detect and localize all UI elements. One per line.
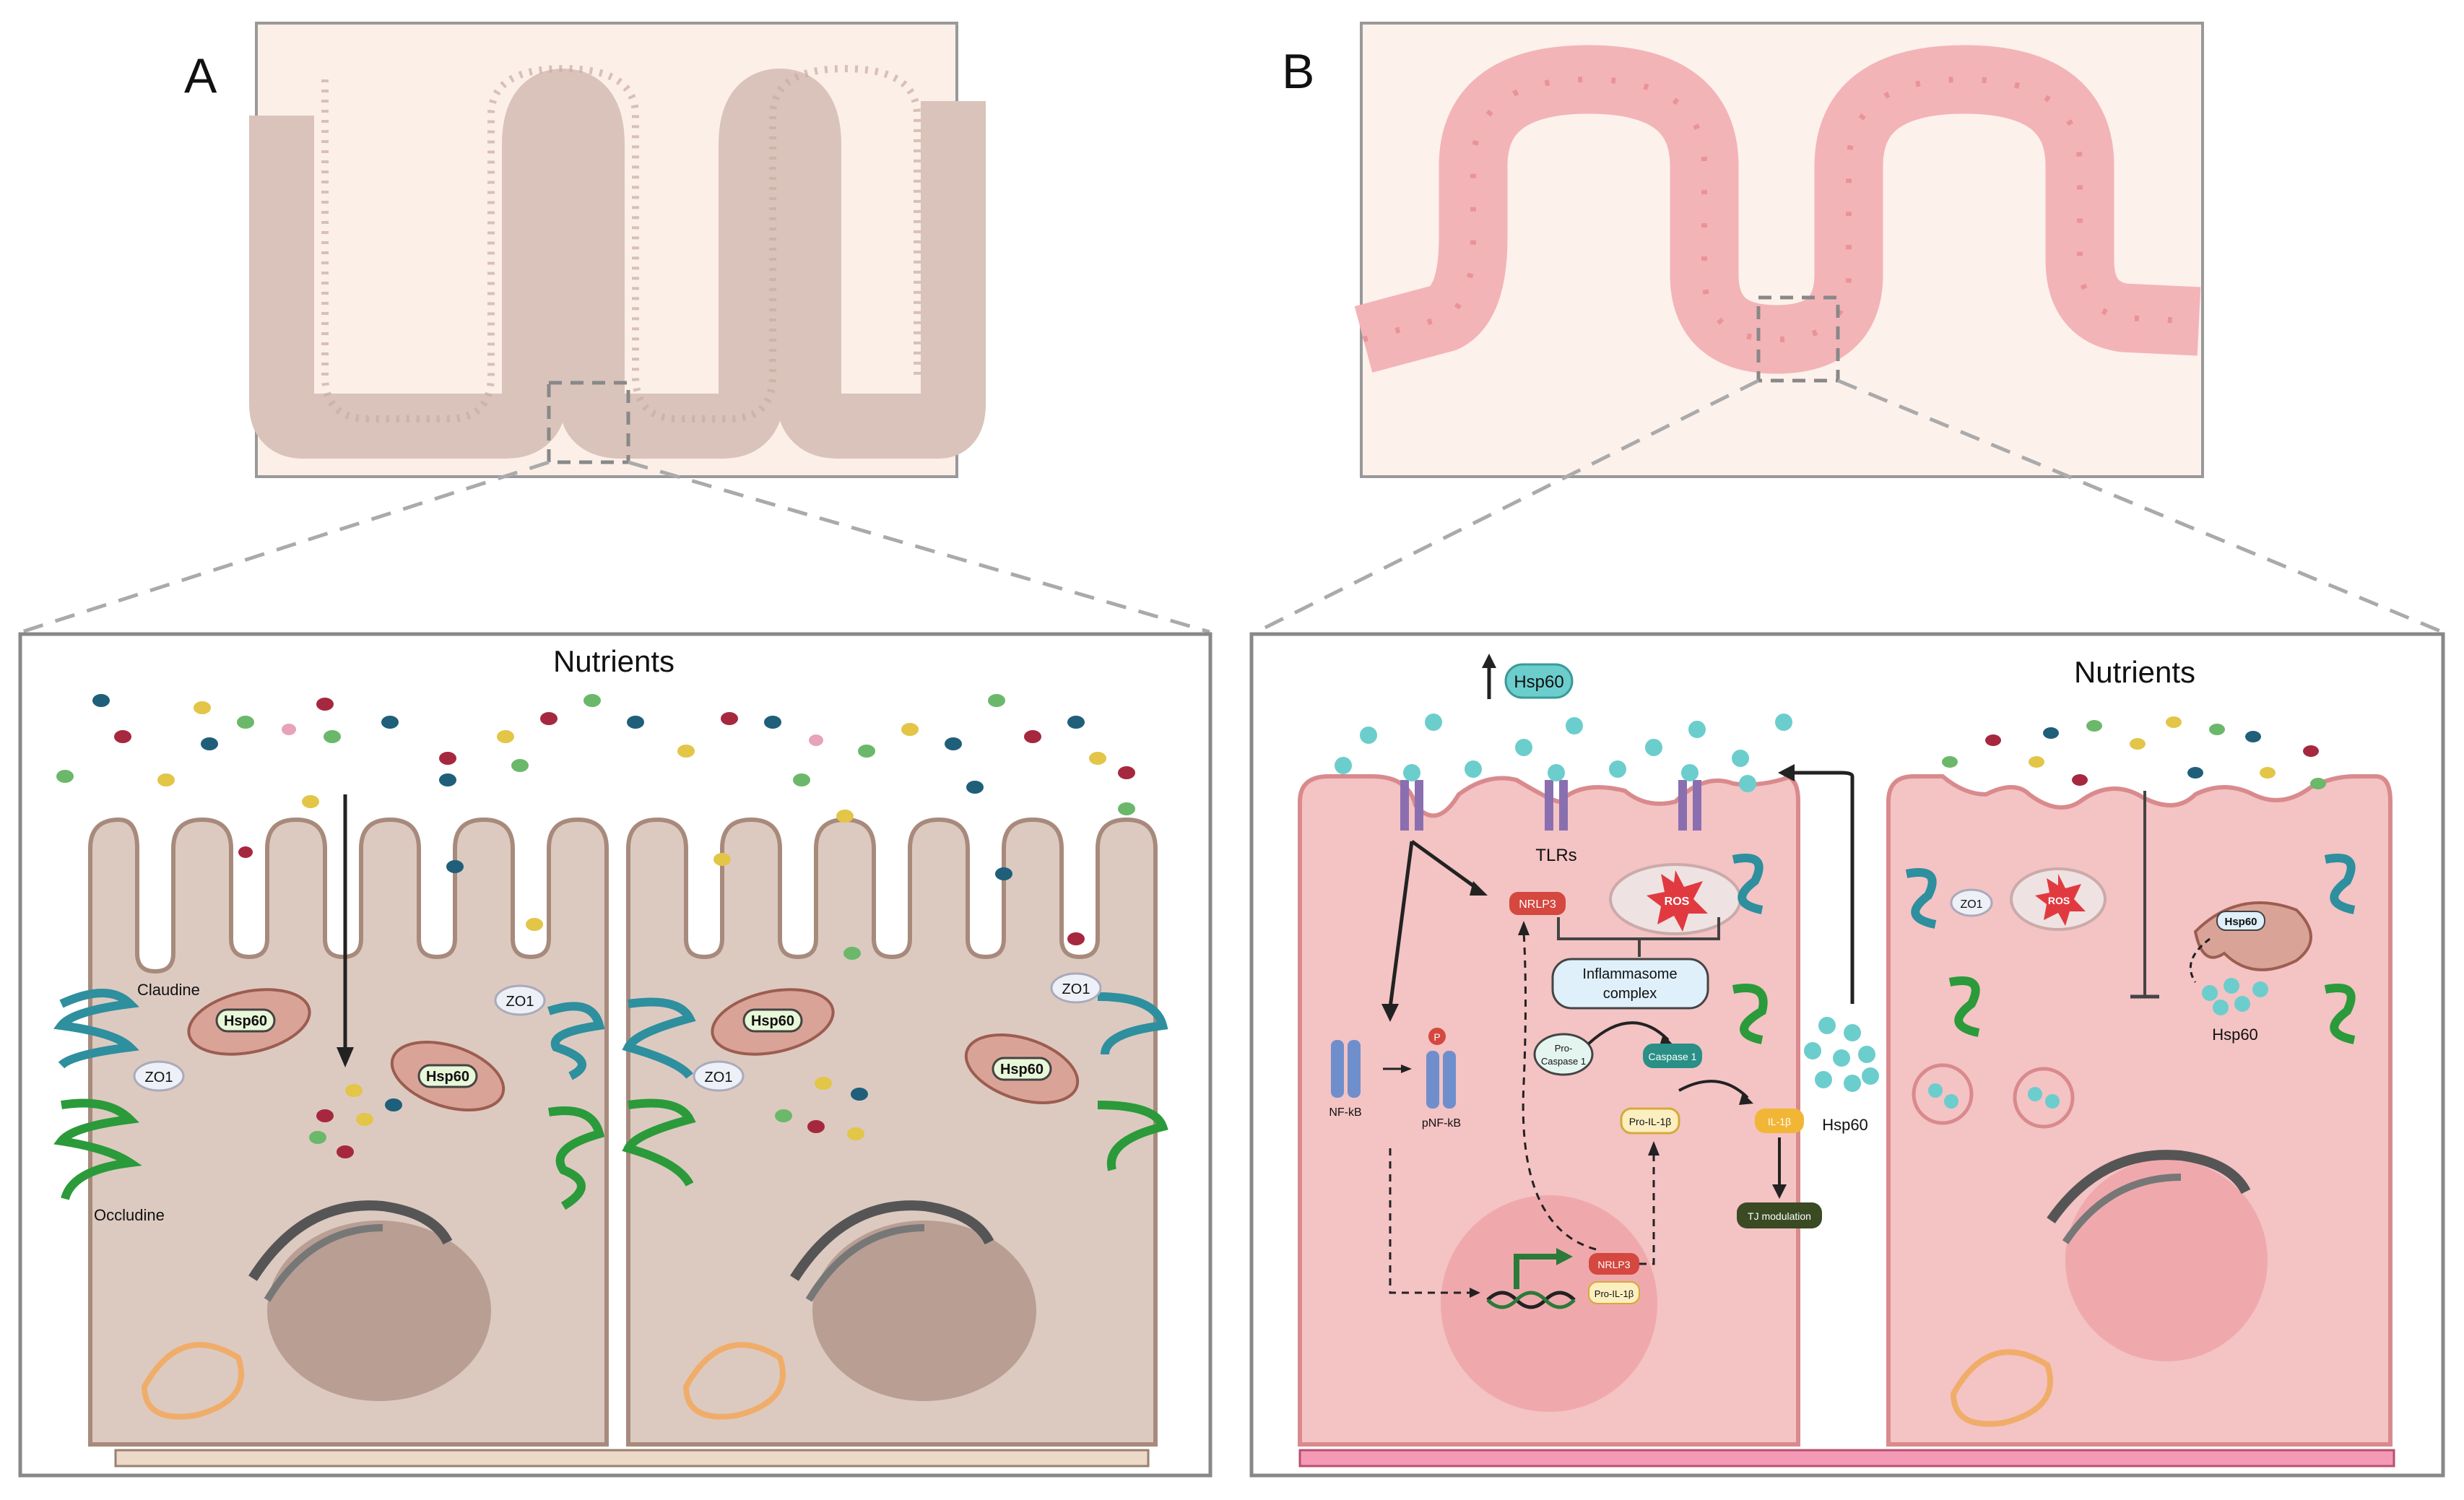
svg-text:Hsp60: Hsp60 [224, 1013, 267, 1029]
panel-b-villi-thumbnail [1354, 22, 2204, 478]
damaged-mitochondrion: Hsp60 [2193, 901, 2312, 971]
svg-text:NRLP3: NRLP3 [1519, 898, 1556, 911]
svg-text:P: P [1433, 1031, 1440, 1043]
panel-a-mitochondrion-1: Hsp60 [187, 988, 311, 1056]
svg-text:Hsp60: Hsp60 [751, 1013, 794, 1029]
panel-a-tight-junction-left [53, 989, 142, 1200]
panel-a-zo1-3: ZO1 [693, 1060, 745, 1092]
svg-text:Caspase 1: Caspase 1 [1649, 1051, 1697, 1062]
tlr-receptor-3 [1678, 764, 1701, 831]
svg-text:Pro-: Pro- [1555, 1043, 1573, 1054]
il1b-badge: IL-1β [1755, 1109, 1804, 1133]
nfkb-label: NF-kB [1329, 1106, 1361, 1119]
hsp60-up-badge: Hsp60 [1504, 663, 1574, 699]
svg-text:IL-1β: IL-1β [1768, 1116, 1791, 1127]
extracellular-hsp60-particles [1335, 714, 1792, 792]
panel-b-zo1: ZO1 [1950, 888, 1993, 917]
svg-text:ZO1: ZO1 [506, 994, 534, 1010]
nfkb-icon [1331, 1040, 1361, 1098]
occludine-label: Occludine [94, 1206, 165, 1224]
svg-text:Hsp60: Hsp60 [426, 1069, 469, 1085]
panel-a-zo1-4: ZO1 [1050, 972, 1102, 1004]
svg-text:complex: complex [1603, 986, 1657, 1002]
panel-a-basement-membrane [114, 1449, 1150, 1468]
svg-text:Hsp60: Hsp60 [1514, 672, 1563, 692]
claudine-label: Claudine [137, 981, 200, 999]
svg-text:ZO1: ZO1 [1062, 981, 1090, 997]
panel-a-letter: A [184, 48, 217, 103]
panel-a-villi-thumbnail [249, 22, 986, 478]
nrlp3-badge: NRLP3 [1509, 892, 1566, 915]
svg-text:Pro-IL-1β: Pro-IL-1β [1595, 1288, 1634, 1299]
inflammasome-complex: Inflammasome complex [1551, 958, 1709, 1010]
tlr-receptor-2 [1545, 764, 1568, 831]
panel-a-cell-left [88, 817, 609, 1447]
panel-a-cell-right [626, 817, 1158, 1447]
svg-text:Hsp60: Hsp60 [1000, 1062, 1044, 1078]
svg-text:NRLP3: NRLP3 [1597, 1259, 1630, 1270]
pnfkb-icon: P [1426, 1028, 1456, 1109]
ros-mitochondrion-right: ROS [2010, 867, 2107, 931]
svg-text:ROS: ROS [1665, 896, 1690, 908]
panel-b-cell-right [1886, 774, 2393, 1447]
panel-a-zo1-1: ZO1 [133, 1060, 185, 1092]
hsp60-right-label: Hsp60 [2212, 1026, 2258, 1044]
svg-text:TJ modulation: TJ modulation [1748, 1210, 1811, 1222]
tlrs-label: TLRs [1535, 846, 1576, 865]
panel-a-mitochondrion-4: Hsp60 [964, 1033, 1080, 1104]
panel-b-nutrients-label: Nutrients [2074, 655, 2195, 689]
svg-text:ROS: ROS [2048, 895, 2070, 906]
tj-modulation-badge: TJ modulation [1737, 1202, 1822, 1228]
svg-text:ZO1: ZO1 [705, 1070, 733, 1085]
dna-transcription [1486, 1248, 1576, 1309]
caspase-1: Caspase 1 [1643, 1044, 1702, 1068]
hsp60-middle-cluster [1804, 1017, 1879, 1092]
svg-text:Pro-IL-1β: Pro-IL-1β [1629, 1116, 1672, 1127]
svg-text:ZO1: ZO1 [1960, 898, 1982, 911]
hsp60-right-cluster [2202, 978, 2268, 1015]
panel-b-nutrient-particles [1942, 716, 2326, 789]
panel-a-tight-junction-middle [547, 997, 696, 1210]
pro-il1b-top: Pro-IL-1β [1620, 1107, 1680, 1135]
pnfkb-label: pNF-kB [1422, 1117, 1461, 1130]
panel-b-letter: B [1282, 44, 1314, 99]
panel-a-nutrients-label: Nutrients [553, 644, 674, 678]
panel-a-zo1-2: ZO1 [494, 984, 546, 1016]
panel-a-tight-junction-right [1097, 992, 1168, 1171]
panel-a-mitochondrion-2: Hsp60 [390, 1041, 506, 1111]
panel-a-mitochondrion-3: Hsp60 [711, 988, 835, 1056]
exosome-vesicles [1912, 1063, 2075, 1129]
svg-text:Inflammasome: Inflammasome [1582, 966, 1677, 982]
ros-mitochondrion-left: ROS [1609, 863, 1742, 935]
panel-b-basement-membrane [1298, 1449, 2395, 1468]
hsp60-middle-label: Hsp60 [1822, 1116, 1868, 1134]
pro-il1b-nucleus-badge: Pro-IL-1β [1588, 1281, 1640, 1304]
svg-text:Hsp60: Hsp60 [2224, 916, 2257, 928]
tlr-receptor-1 [1400, 764, 1423, 831]
svg-text:ZO1: ZO1 [145, 1070, 173, 1085]
pro-caspase-1: Pro- Caspase 1 [1533, 1033, 1594, 1076]
svg-text:Caspase 1: Caspase 1 [1541, 1056, 1586, 1067]
panel-a-nutrient-particles [56, 694, 1135, 960]
nrlp3-nucleus-badge: NRLP3 [1589, 1253, 1639, 1275]
